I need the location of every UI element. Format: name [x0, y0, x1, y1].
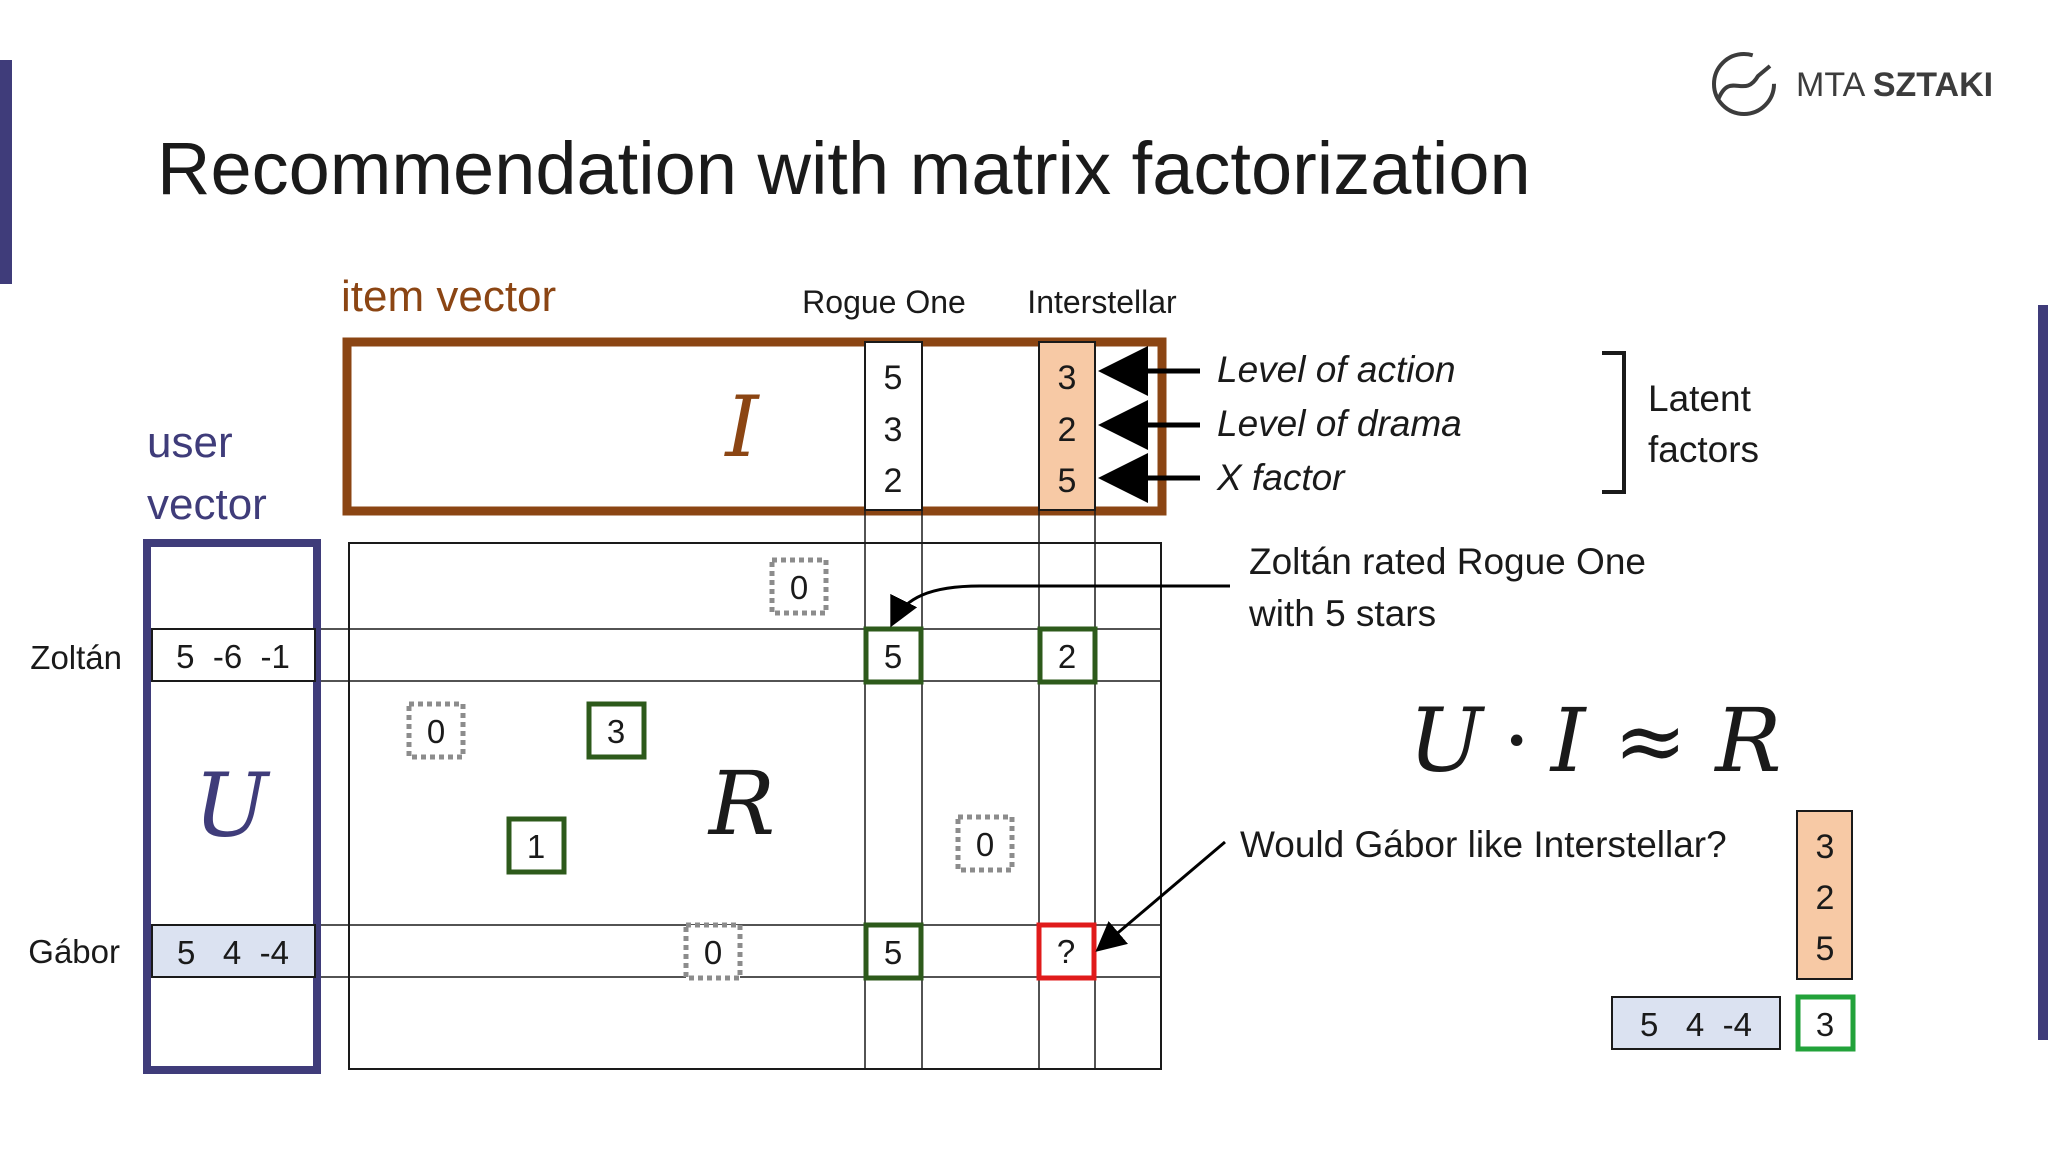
latent-factor-label: X factor	[1216, 457, 1346, 498]
logo-wave-icon	[1716, 64, 1772, 101]
equation-i: I	[1549, 689, 1588, 792]
unknown-rating-value: ?	[1057, 933, 1075, 970]
logo-circle-icon	[1712, 52, 1776, 116]
interstellar-factor-value: 5	[1058, 462, 1077, 500]
mta-sztaki-logo: MTA SZTAKI	[1712, 52, 1993, 116]
zero-rating-value: 0	[427, 713, 445, 750]
rating-cell-box	[863, 922, 924, 981]
question-arrow	[1095, 840, 1226, 952]
user-row-label-zoltan: Zoltán	[30, 639, 122, 676]
user-vector-label: user	[147, 418, 233, 467]
prediction-result-box	[1795, 994, 1856, 1052]
rating-value: 5	[884, 934, 902, 971]
rating-matrix-frame	[348, 542, 1162, 1070]
zoltan-note-text: with 5 stars	[1248, 593, 1436, 634]
latent-factors-label: factors	[1648, 429, 1759, 470]
svg-text:MTA SZTAKI: MTA SZTAKI	[1796, 66, 1993, 104]
prediction-item-value: 3	[1816, 828, 1835, 866]
zero-rating-box	[769, 557, 829, 616]
rogue-one-item-column	[864, 341, 923, 511]
column-header-interstellar: Interstellar	[1027, 284, 1177, 320]
unknown-rating-box	[1036, 922, 1097, 981]
user-vector-box	[143, 539, 321, 1074]
prediction-result-value: 3	[1816, 1006, 1834, 1043]
equation-r: R	[1713, 689, 1781, 792]
zoltan-note-arrow	[890, 584, 1230, 628]
latent-factor-label: Level of drama	[1217, 403, 1462, 444]
prediction-user-row	[1611, 996, 1781, 1050]
factorization-equation: U·I≈ R	[1409, 689, 1782, 792]
rogue-one-factor-value: 3	[884, 411, 903, 449]
slide-title: Recommendation with matrix factorization	[157, 127, 1531, 210]
right-accent-bar	[2038, 305, 2048, 1040]
item-vector-symbol: I	[723, 378, 760, 476]
zero-rating-value: 0	[790, 569, 808, 606]
latent-factor-label: Level of action	[1217, 349, 1456, 390]
latent-factor-arrows	[1098, 346, 1200, 503]
rogue-one-factor-value: 5	[884, 359, 903, 397]
prediction-item-column	[1796, 810, 1853, 980]
left-accent-bar	[0, 60, 12, 284]
interstellar-item-column	[1038, 341, 1096, 511]
equation-dot: ·	[1503, 689, 1531, 792]
rating-cell-box	[586, 701, 647, 760]
rating-matrix-symbol: R	[707, 752, 775, 855]
user-vector-symbol: U	[194, 754, 271, 857]
rating-cell-box	[1037, 626, 1098, 685]
gabor-user-row	[151, 924, 316, 978]
equation-approx: ≈	[1613, 689, 1687, 792]
logo-text-mta: MTA	[1796, 66, 1873, 104]
user-vector-label: vector	[147, 480, 267, 529]
prediction-item-value: 2	[1816, 879, 1835, 917]
item-vector-label: item vector	[341, 272, 556, 321]
latent-factors-bracket	[1602, 351, 1626, 494]
prediction-item-value: 5	[1816, 930, 1835, 968]
latent-factors-label: Latent	[1648, 378, 1752, 419]
user-row-label-gabor: Gábor	[28, 933, 120, 970]
zero-rating-value: 0	[704, 934, 722, 971]
equation-u: U	[1409, 689, 1486, 792]
interstellar-factor-value: 2	[1058, 411, 1077, 449]
rating-value: 2	[1058, 638, 1076, 675]
rating-value: 1	[527, 828, 545, 865]
prediction-user-values: 5 4 -4	[1640, 1006, 1752, 1043]
zero-rating-box	[955, 814, 1015, 873]
gabor-user-values: 5 4 -4	[177, 934, 289, 971]
rating-cell-box	[506, 816, 567, 875]
zoltan-note-text: Zoltán rated Rogue One	[1249, 541, 1646, 582]
zero-rating-value: 0	[976, 826, 994, 863]
logo-text-sztaki: SZTAKI	[1873, 66, 1993, 104]
zero-rating-box	[683, 922, 743, 981]
zero-rating-box	[406, 701, 466, 760]
rating-cell-box	[863, 626, 924, 685]
zoltan-user-values: 5 -6 -1	[176, 638, 290, 675]
rating-value: 5	[884, 638, 902, 675]
zoltan-user-row	[151, 628, 316, 682]
interstellar-factor-value: 3	[1058, 359, 1077, 397]
rogue-one-factor-value: 2	[884, 462, 903, 500]
column-header-rogue-one: Rogue One	[802, 284, 966, 320]
rating-value: 3	[607, 713, 625, 750]
question-text: Would Gábor like Interstellar?	[1240, 824, 1727, 865]
